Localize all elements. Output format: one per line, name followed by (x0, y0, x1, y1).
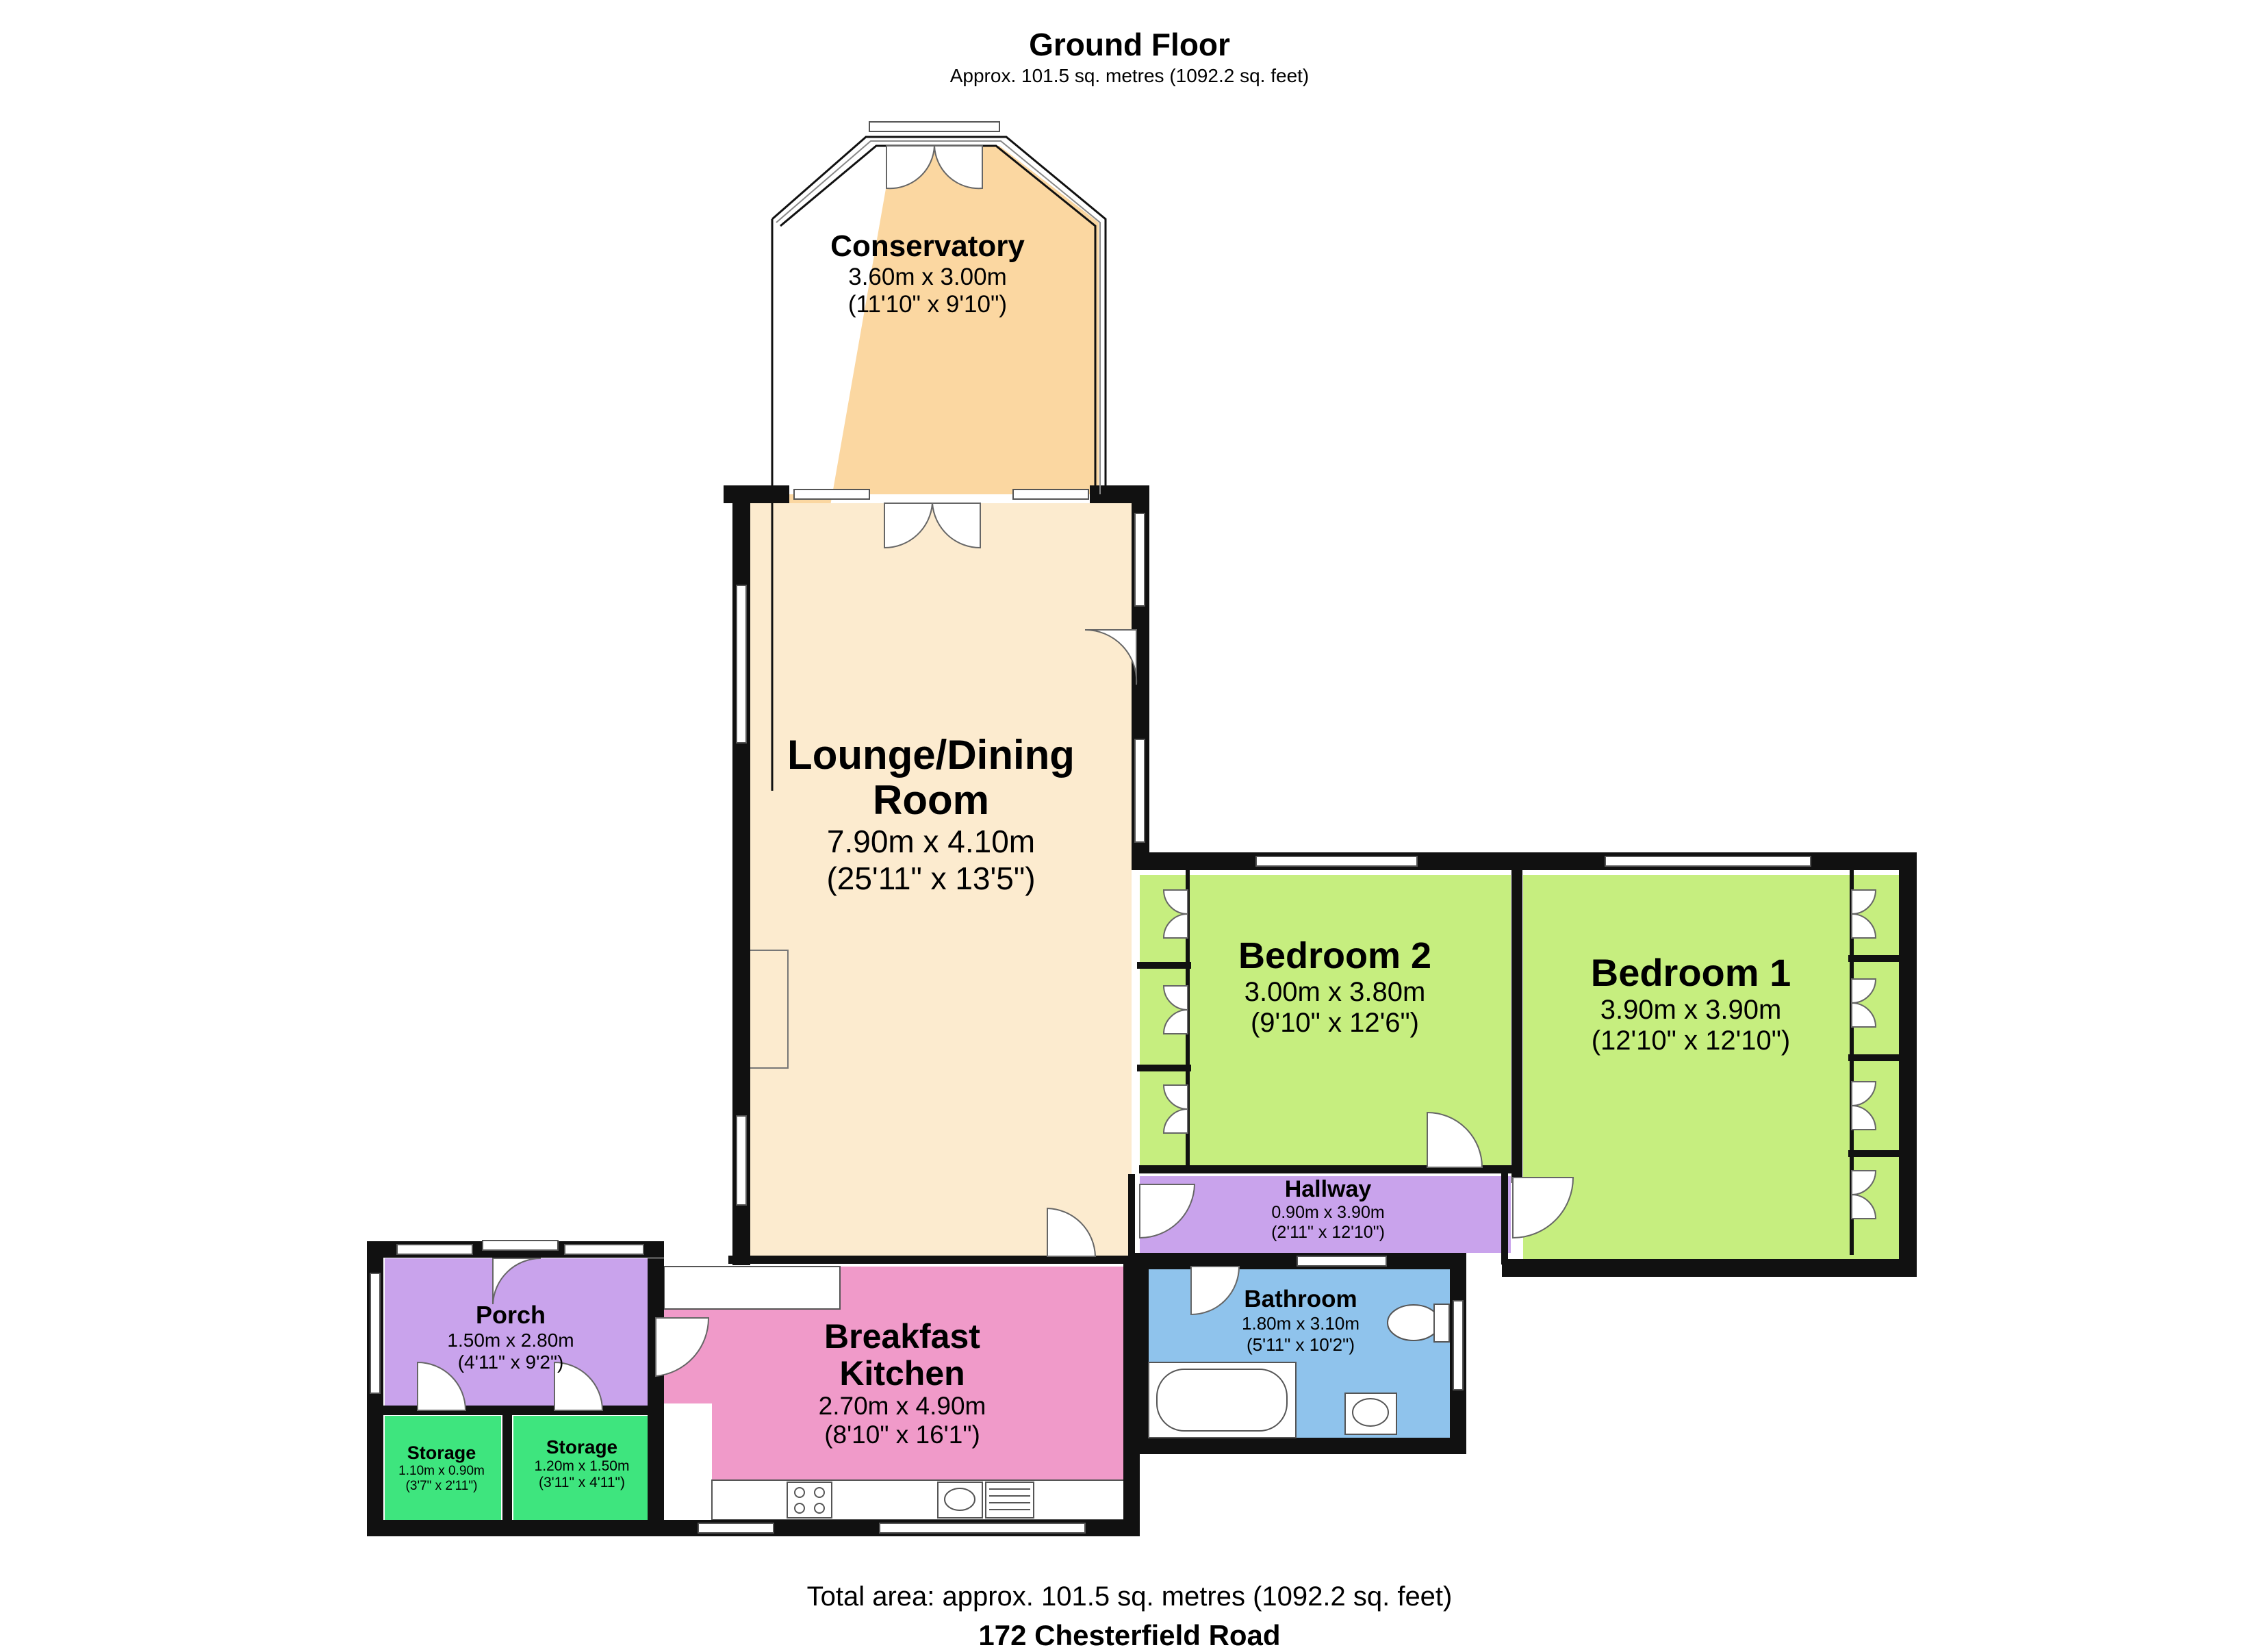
bedroom2-label: Bedroom 2 3.00m x 3.80m (9'10" x 12'6") (1238, 935, 1431, 1039)
storage1-name: Storage (407, 1443, 476, 1463)
bedroom1-room (1523, 875, 1900, 1260)
conservatory-label: Conservatory 3.60m x 3.00m (11'10" x 9'1… (830, 229, 1025, 318)
lounge-imperial: (25'11" x 13'5") (826, 861, 1036, 896)
bathroom-label: Bathroom 1.80m x 3.10m (5'11" x 10'2") (1242, 1286, 1360, 1356)
lounge-name-line2: Room (873, 777, 989, 823)
bathroom-imperial: (5'11" x 10'2") (1247, 1334, 1355, 1355)
bedroom1-name: Bedroom 1 (1590, 951, 1791, 994)
hallway-imperial: (2'11" x 12'10") (1271, 1223, 1385, 1242)
bathroom-name: Bathroom (1244, 1286, 1357, 1312)
bedroom2-metric: 3.00m x 3.80m (1244, 977, 1426, 1007)
hallway-metric: 0.90m x 3.90m (1271, 1203, 1385, 1222)
hallway-room (1140, 1176, 1511, 1253)
floor-area: Approx. 101.5 sq. metres (1092.2 sq. fee… (949, 65, 1310, 86)
conservatory-frame (771, 136, 1107, 791)
kitchen-counter-top (663, 1266, 841, 1310)
conservatory-room (780, 146, 1099, 791)
bathroom-metric: 1.80m x 3.10m (1242, 1313, 1360, 1334)
kitchen-label: Breakfast Kitchen 2.70m x 4.90m (8'10" x… (819, 1318, 986, 1449)
drainer (985, 1482, 1034, 1518)
wardrobe-doors (1162, 889, 1877, 1219)
storage1-label: Storage 1.10m x 0.90m (3'7" x 2'11") (398, 1443, 485, 1494)
storage2-imperial: (3'11" x 4'11") (538, 1475, 626, 1490)
storage2-metric: 1.20m x 1.50m (534, 1458, 630, 1474)
bedroom2-name: Bedroom 2 (1238, 935, 1432, 976)
storage2-name: Storage (546, 1436, 618, 1458)
floor-title: Ground Floor (1029, 27, 1230, 62)
porch-imperial: (4'11" x 9'2") (457, 1351, 564, 1373)
storage1-room (385, 1416, 501, 1520)
porch-metric: 1.50m x 2.80m (447, 1330, 574, 1351)
kitchen-imperial: (8'10" x 16'1") (824, 1421, 980, 1449)
address: 172 Chesterfield Road (978, 1619, 1281, 1651)
bathroom-fixtures (1148, 1304, 1450, 1438)
porch-name: Porch (475, 1301, 546, 1329)
bedroom2-imperial: (9'10" x 12'6") (1250, 1008, 1419, 1038)
porch-label: Porch 1.50m x 2.80m (4'11" x 9'2") (447, 1301, 574, 1373)
door-swings (417, 145, 1574, 1411)
kitchen-fixtures (787, 1482, 1034, 1518)
storage2-label: Storage 1.20m x 1.50m (3'11" x 4'11") (535, 1436, 630, 1491)
hob (787, 1482, 832, 1518)
lounge-metric: 7.90m x 4.10m (826, 824, 1036, 859)
storage2-room (513, 1416, 650, 1520)
lounge-room (741, 503, 1132, 1256)
conservatory-glazing (776, 140, 1101, 494)
conservatory-name: Conservatory (830, 229, 1025, 263)
storage1-imperial: (3'7" x 2'11") (405, 1479, 478, 1493)
bedroom1-imperial: (12'10" x 12'10") (1591, 1026, 1791, 1056)
bedroom1-metric: 3.90m x 3.90m (1600, 995, 1782, 1025)
kitchen-counter-bottom (711, 1479, 1132, 1521)
kitchen-metric: 2.70m x 4.90m (818, 1392, 986, 1420)
conservatory-metric: 3.60m x 3.00m (848, 264, 1007, 290)
hallway-name: Hallway (1284, 1176, 1372, 1202)
kitchen-name-line1: Breakfast (824, 1317, 980, 1356)
kitchen-name-line2: Kitchen (839, 1354, 965, 1393)
conservatory-imperial: (11'10" x 9'10") (847, 291, 1008, 318)
total-area: Total area: approx. 101.5 sq. metres (10… (806, 1581, 1453, 1612)
hallway-label: Hallway 0.90m x 3.90m (2'11" x 12'10") (1271, 1176, 1385, 1243)
windows (370, 121, 1811, 1534)
bedroom1-label: Bedroom 1 3.90m x 3.90m (12'10" x 12'10"… (1591, 950, 1791, 1056)
toilet (1387, 1304, 1440, 1341)
lounge-label: Lounge/Dining Room 7.90m x 4.10m (25'11"… (787, 733, 1075, 897)
storage1-metric: 1.10m x 0.90m (398, 1464, 485, 1478)
lounge-name-line1: Lounge/Dining (787, 732, 1075, 778)
kitchen-room (664, 1267, 1132, 1480)
